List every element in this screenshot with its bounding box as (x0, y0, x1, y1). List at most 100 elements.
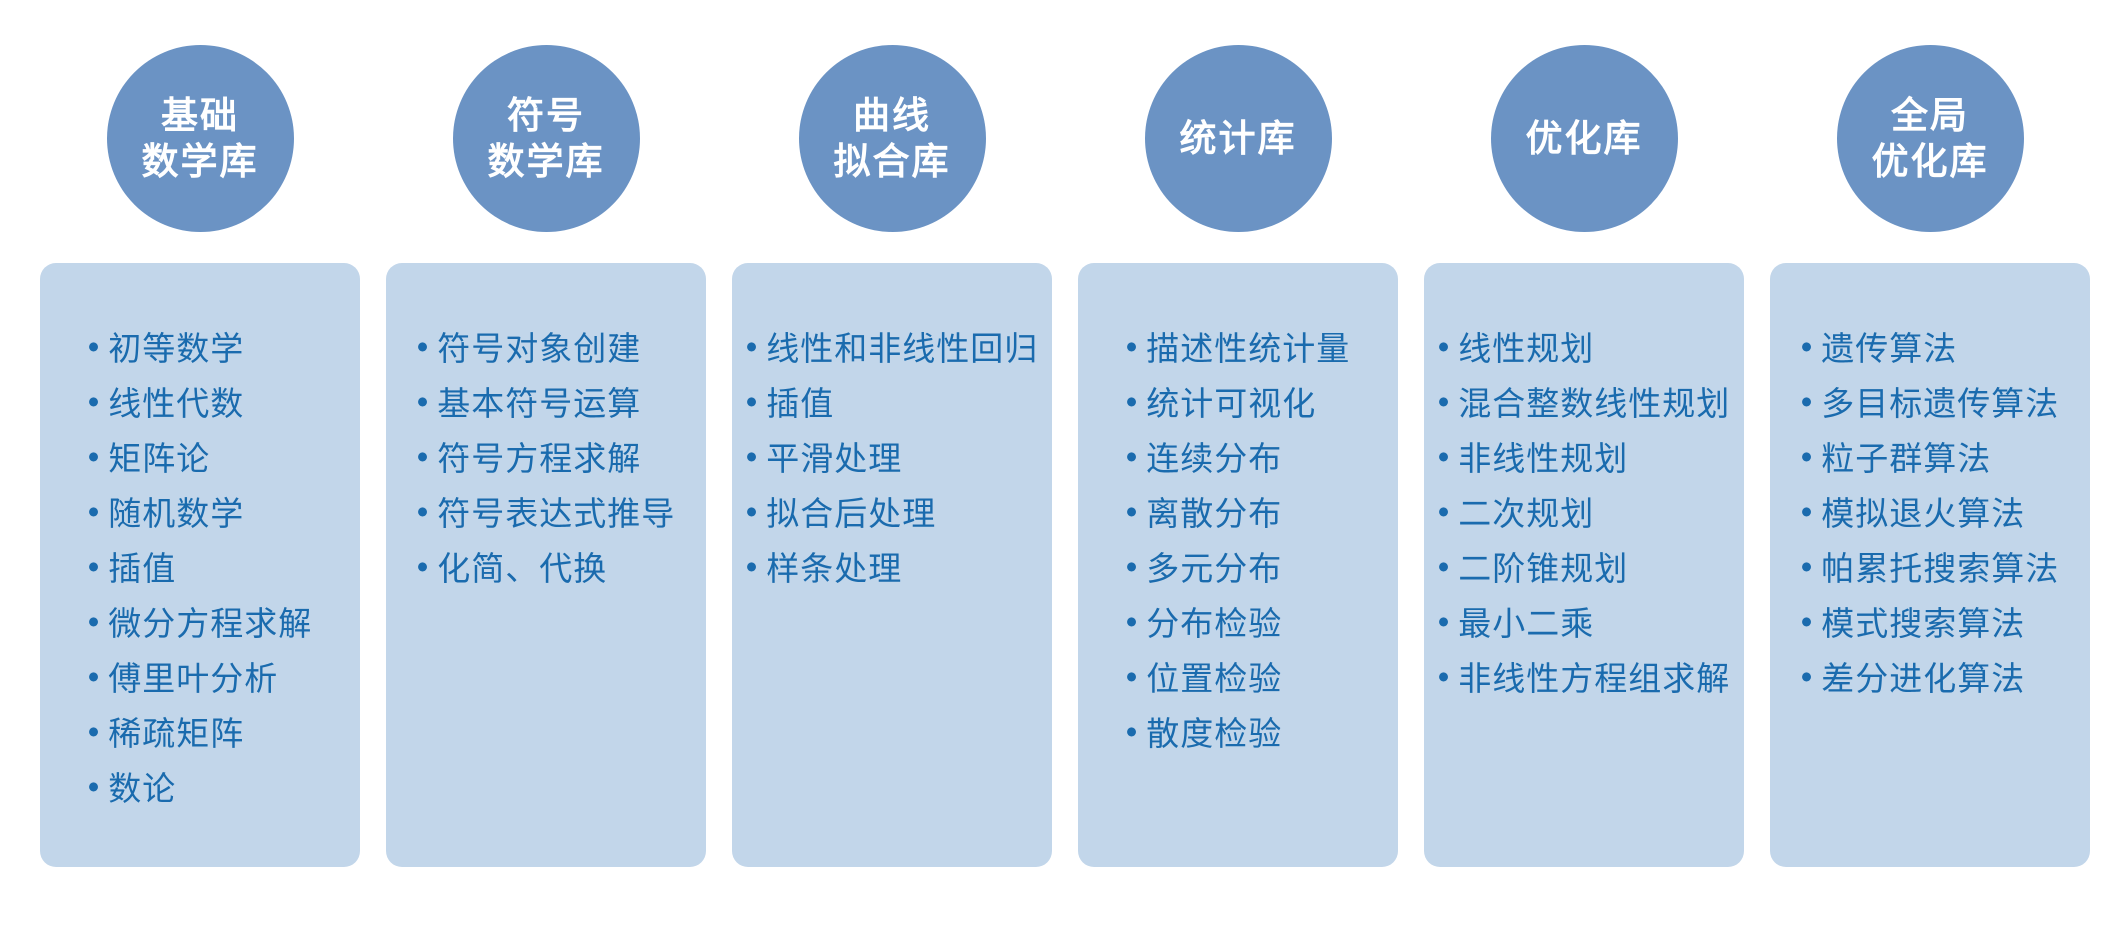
library-item: •拟合后处理 (746, 486, 1039, 541)
library-item: •平滑处理 (746, 431, 1039, 486)
bullet-icon: • (87, 768, 101, 805)
library-item-label: 遗传算法 (1821, 330, 1958, 367)
library-item-list: •符号对象创建•基本符号运算•符号方程求解•符号表达式推导•化简、代换 (411, 321, 682, 596)
bullet-icon: • (416, 328, 430, 365)
library-title-line: 曲线 (853, 94, 931, 136)
library-panel: •线性规划•混合整数线性规划•非线性规划•二次规划•二阶锥规划•最小二乘•非线性… (1424, 263, 1744, 867)
library-item-label: 初等数学 (108, 330, 245, 367)
bullet-icon: • (1437, 603, 1451, 640)
library-column: 统计库 •描述性统计量•统计可视化•连续分布•离散分布•多元分布•分布检验•位置… (1078, 45, 1398, 867)
bullet-icon: • (1125, 713, 1139, 750)
library-item: •多元分布 (1126, 541, 1351, 596)
bullet-icon: • (1800, 493, 1814, 530)
library-circle: 基础数学库 (106, 45, 294, 232)
library-item-label: 稀疏矩阵 (108, 715, 245, 752)
library-item: •多目标遗传算法 (1801, 376, 2060, 431)
library-item-label: 描述性统计量 (1146, 330, 1351, 367)
bullet-icon: • (745, 493, 759, 530)
library-item-label: 二次规划 (1458, 495, 1595, 532)
bullet-icon: • (1125, 438, 1139, 475)
library-item-label: 拟合后处理 (766, 495, 937, 532)
library-panel: •描述性统计量•统计可视化•连续分布•离散分布•多元分布•分布检验•位置检验•散… (1078, 263, 1398, 867)
library-item-label: 二阶锥规划 (1458, 550, 1629, 587)
library-title-line: 数学库 (141, 140, 259, 182)
bullet-icon: • (745, 328, 759, 365)
bullet-icon: • (1437, 493, 1451, 530)
library-column: 基础数学库 •初等数学•线性代数•矩阵论•随机数学•插值•微分方程求解•傅里叶分… (40, 45, 360, 867)
bullet-icon: • (416, 493, 430, 530)
library-item-label: 混合整数线性规划 (1458, 385, 1731, 422)
library-item-label: 线性规划 (1458, 330, 1595, 367)
library-item-list: •描述性统计量•统计可视化•连续分布•离散分布•多元分布•分布检验•位置检验•散… (1120, 321, 1357, 761)
library-panel: •遗传算法•多目标遗传算法•粒子群算法•模拟退火算法•帕累托搜索算法•模式搜索算… (1770, 263, 2090, 867)
library-item-label: 化简、代换 (437, 550, 608, 587)
library-column: 优化库 •线性规划•混合整数线性规划•非线性规划•二次规划•二阶锥规划•最小二乘… (1424, 45, 1744, 867)
library-item-list: •线性规划•混合整数线性规划•非线性规划•二次规划•二阶锥规划•最小二乘•非线性… (1432, 321, 1737, 706)
library-item-label: 非线性方程组求解 (1458, 660, 1731, 697)
library-panel: •线性和非线性回归•插值•平滑处理•拟合后处理•样条处理 (732, 263, 1052, 867)
library-item: •位置检验 (1126, 651, 1351, 706)
library-diagram: 基础数学库 •初等数学•线性代数•矩阵论•随机数学•插值•微分方程求解•傅里叶分… (40, 45, 2090, 867)
library-panel: •初等数学•线性代数•矩阵论•随机数学•插值•微分方程求解•傅里叶分析•稀疏矩阵… (40, 263, 360, 867)
library-item-label: 帕累托搜索算法 (1821, 550, 2060, 587)
library-circle: 曲线拟合库 (798, 45, 986, 232)
library-item-label: 符号方程求解 (437, 440, 642, 477)
library-item: •初等数学 (88, 321, 313, 376)
bullet-icon: • (1437, 548, 1451, 585)
library-item-label: 线性代数 (108, 385, 245, 422)
library-item: •混合整数线性规划 (1438, 376, 1731, 431)
library-item-label: 随机数学 (108, 495, 245, 532)
bullet-icon: • (1437, 328, 1451, 365)
library-item: •随机数学 (88, 486, 313, 541)
bullet-icon: • (1437, 658, 1451, 695)
library-item: •线性代数 (88, 376, 313, 431)
library-title-line: 拟合库 (833, 140, 951, 182)
library-column: 曲线拟合库 •线性和非线性回归•插值•平滑处理•拟合后处理•样条处理 (732, 45, 1052, 867)
library-title-line: 优化库 (1525, 117, 1643, 159)
library-item: •线性和非线性回归 (746, 321, 1039, 376)
bullet-icon: • (1800, 383, 1814, 420)
bullet-icon: • (87, 548, 101, 585)
library-item: •基本符号运算 (417, 376, 676, 431)
library-item-label: 差分进化算法 (1821, 660, 2026, 697)
library-title-line: 数学库 (487, 140, 605, 182)
bullet-icon: • (87, 328, 101, 365)
library-item: •化简、代换 (417, 541, 676, 596)
library-item: •遗传算法 (1801, 321, 2060, 376)
library-item-label: 离散分布 (1146, 495, 1283, 532)
library-item-label: 基本符号运算 (437, 385, 642, 422)
library-circle-title: 曲线拟合库 (834, 93, 951, 185)
bullet-icon: • (87, 383, 101, 420)
library-column: 全局优化库 •遗传算法•多目标遗传算法•粒子群算法•模拟退火算法•帕累托搜索算法… (1770, 45, 2090, 867)
library-item: •分布检验 (1126, 596, 1351, 651)
bullet-icon: • (1800, 658, 1814, 695)
bullet-icon: • (416, 548, 430, 585)
bullet-icon: • (1437, 383, 1451, 420)
library-item: •符号表达式推导 (417, 486, 676, 541)
library-item-label: 散度检验 (1146, 715, 1283, 752)
library-item: •非线性规划 (1438, 431, 1731, 486)
library-item: •矩阵论 (88, 431, 313, 486)
library-item-label: 数论 (108, 770, 177, 807)
library-item: •离散分布 (1126, 486, 1351, 541)
library-circle-title: 统计库 (1180, 116, 1297, 162)
library-item-label: 粒子群算法 (1821, 440, 1992, 477)
library-item: •样条处理 (746, 541, 1039, 596)
bullet-icon: • (745, 383, 759, 420)
library-item: •连续分布 (1126, 431, 1351, 486)
library-item: •线性规划 (1438, 321, 1731, 376)
bullet-icon: • (745, 548, 759, 585)
library-item: •粒子群算法 (1801, 431, 2060, 486)
bullet-icon: • (1437, 438, 1451, 475)
bullet-icon: • (87, 603, 101, 640)
bullet-icon: • (1125, 603, 1139, 640)
library-item-label: 插值 (766, 385, 835, 422)
library-panel: •符号对象创建•基本符号运算•符号方程求解•符号表达式推导•化简、代换 (386, 263, 706, 867)
library-item-label: 傅里叶分析 (108, 660, 279, 697)
library-circle-title: 优化库 (1526, 116, 1643, 162)
library-item-label: 统计可视化 (1146, 385, 1317, 422)
library-item: •二阶锥规划 (1438, 541, 1731, 596)
library-circle: 符号数学库 (452, 45, 640, 232)
library-circle-title: 全局优化库 (1872, 93, 1989, 185)
bullet-icon: • (1800, 603, 1814, 640)
